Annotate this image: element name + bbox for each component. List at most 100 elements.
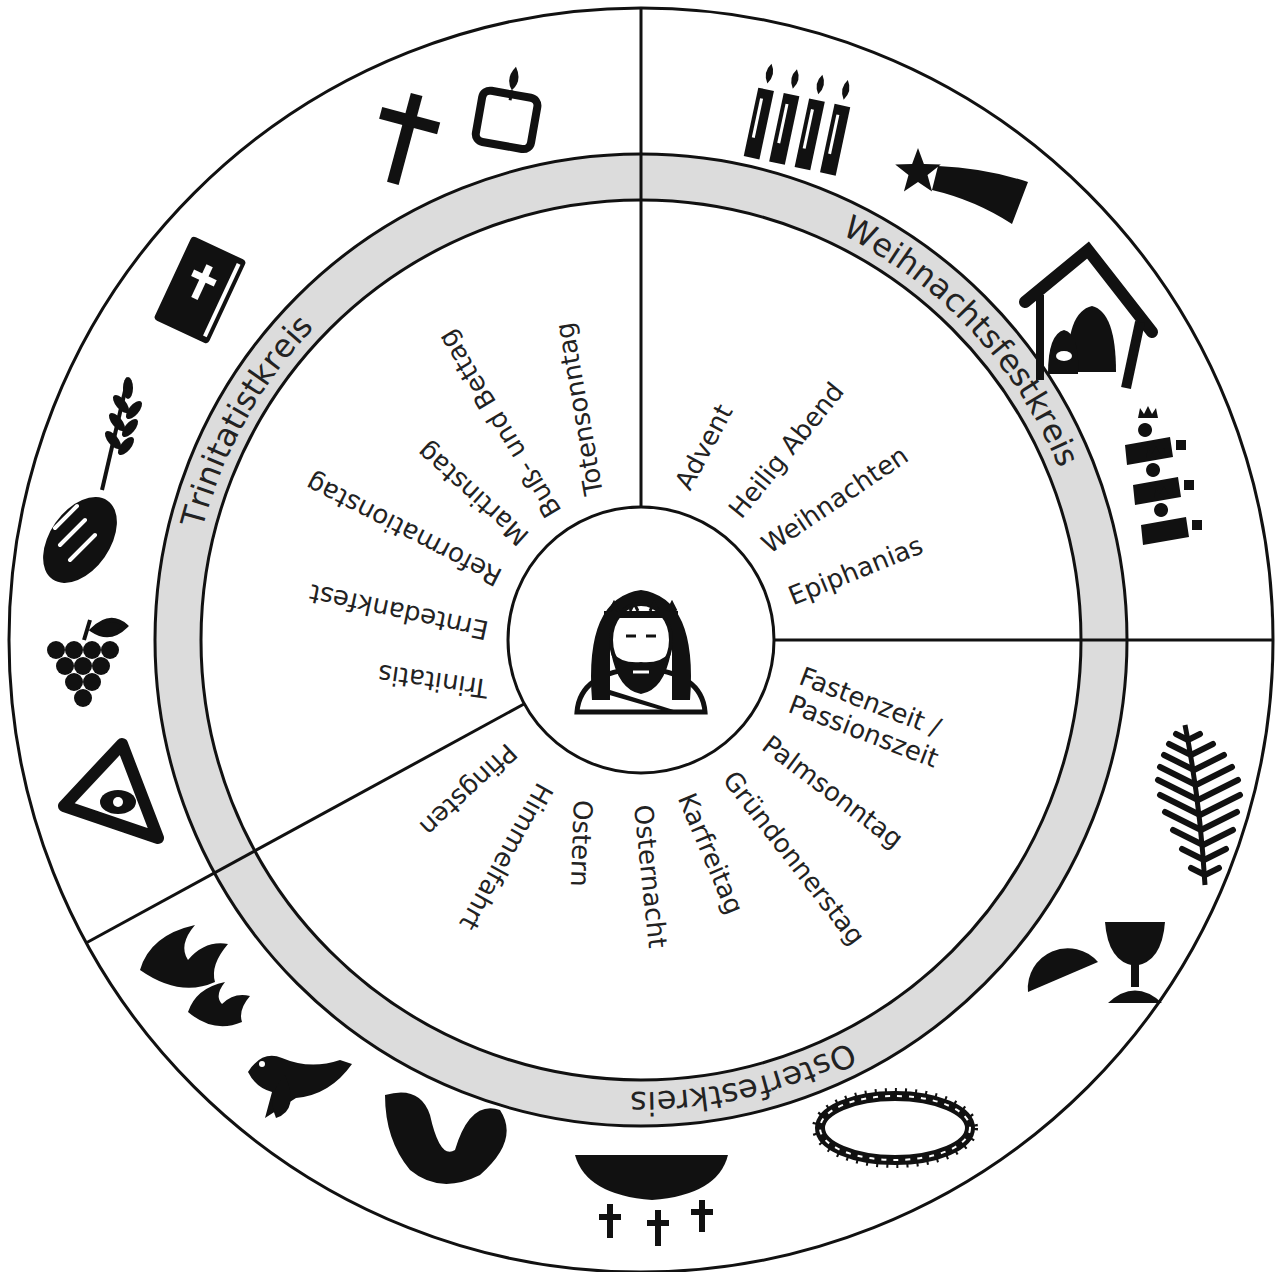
- bible: [191, 270, 217, 287]
- advent-candles: [828, 114, 839, 154]
- crown-of-thorns: [816, 1092, 974, 1164]
- chalice-and-bread: [1028, 948, 1098, 992]
- crown-of-thorns: [820, 1096, 970, 1160]
- flames: [140, 925, 228, 988]
- ring-letter: r: [675, 1085, 691, 1118]
- advent-candles: [744, 62, 856, 175]
- ring-letter: e: [778, 1059, 807, 1096]
- jesus-icon: [591, 590, 691, 700]
- ring-letter: i: [647, 1087, 657, 1119]
- ring-letter: t: [797, 1054, 820, 1088]
- ring-letter: e: [264, 329, 301, 364]
- ring-letter: n: [907, 255, 943, 293]
- wheel-rings: [9, 8, 1273, 1272]
- ring-letter: e: [656, 1086, 677, 1119]
- feast-label: Himmelfahrt: [453, 778, 558, 935]
- nativity-stable: [1056, 351, 1072, 361]
- bread-loaf: [55, 506, 95, 560]
- wheat-ear: [115, 434, 137, 457]
- ring-letter: t: [236, 373, 270, 401]
- ring-letter: r: [255, 346, 288, 376]
- cross: [364, 87, 446, 191]
- wheat-ear: [119, 416, 141, 439]
- ring-letter: i: [277, 322, 307, 350]
- ring-letter: W: [838, 210, 881, 253]
- ring-letter: i: [222, 400, 254, 424]
- ring-letter: s: [719, 1077, 742, 1112]
- advent-candles: [820, 104, 850, 176]
- empty-tomb: [385, 1093, 507, 1184]
- ring-letter: t: [965, 310, 997, 341]
- ring-letter: O: [824, 1037, 861, 1077]
- grapes: [83, 641, 101, 659]
- ring-letter: f: [985, 334, 1017, 363]
- advent-candles: [764, 63, 851, 100]
- grapes: [47, 641, 65, 659]
- ring-letter: t: [216, 408, 250, 434]
- bowl-and-crosses: [599, 1200, 713, 1246]
- wheat-ear: [102, 377, 145, 490]
- ring-letter: s: [1048, 443, 1084, 471]
- jesus-icon: [626, 635, 636, 638]
- bowl-and-crosses: [575, 1155, 728, 1200]
- ring-letter: t: [201, 439, 235, 464]
- feast-label: Heilig Abend: [723, 377, 850, 524]
- ring-letter: T: [177, 503, 213, 530]
- crown-of-thorns: [816, 1092, 974, 1164]
- feast-label: Ostern: [564, 799, 597, 887]
- ring-letter: c: [938, 282, 973, 317]
- bible: [153, 236, 246, 345]
- ring-letter: e: [1036, 416, 1073, 448]
- wheel-rings: [9, 8, 1273, 1272]
- dove: [248, 1056, 352, 1118]
- ring-letter: r: [766, 1065, 788, 1099]
- chalice-and-bread: [1028, 922, 1165, 1003]
- ring-letter: h: [951, 295, 988, 332]
- grapes: [74, 657, 92, 675]
- ring-letter: s: [809, 1048, 837, 1084]
- eye-of-god: [113, 797, 123, 807]
- grapes: [84, 620, 126, 640]
- advent-candles: [795, 98, 825, 170]
- ring-letter: t: [1013, 375, 1047, 403]
- grapes: [56, 657, 74, 675]
- ring-letter: k: [244, 357, 281, 391]
- jesus-icon: [611, 652, 671, 694]
- ring-letter: e: [992, 343, 1029, 378]
- jesus-icon: [610, 603, 676, 611]
- feast-label: Totensonntag: [550, 320, 610, 498]
- ring-letter: s: [974, 320, 1009, 354]
- feast-label: Weihnachten: [757, 441, 914, 561]
- feast-label: Pfingsten: [413, 737, 522, 842]
- jesus-icon: [646, 635, 656, 638]
- chalice-and-bread: [1108, 991, 1162, 1004]
- grapes: [74, 689, 92, 707]
- wheel-rings: [640, 8, 643, 507]
- grapes: [65, 673, 83, 691]
- jesus-icon: [577, 590, 705, 712]
- feast-label: Buß- und Bettag: [432, 325, 567, 523]
- ring-letter: i: [883, 237, 908, 269]
- ring-letter: s: [630, 1087, 647, 1119]
- jesus-icon: [604, 611, 678, 618]
- flames: [188, 982, 250, 1026]
- ring-letter: t: [707, 1080, 725, 1114]
- palm-branch: [1158, 734, 1240, 875]
- bible: [153, 236, 246, 345]
- grave-candle: [475, 62, 544, 151]
- feast-label: Epiphanias: [784, 531, 927, 612]
- grapes: [83, 673, 101, 691]
- ring-letter: a: [207, 420, 244, 452]
- grave-candle: [510, 90, 512, 100]
- ring-letter: i: [1045, 434, 1078, 456]
- feast-label: Gründonnerstag: [716, 766, 870, 951]
- grapes: [47, 620, 126, 707]
- grapes: [92, 657, 110, 675]
- grave-candle: [475, 89, 539, 150]
- jesus-icon: [633, 671, 649, 674]
- advent-candles: [803, 109, 814, 149]
- ring-letter: e: [866, 226, 900, 264]
- three-kings: [1125, 406, 1202, 545]
- feast-label: Reformationstag: [301, 467, 507, 591]
